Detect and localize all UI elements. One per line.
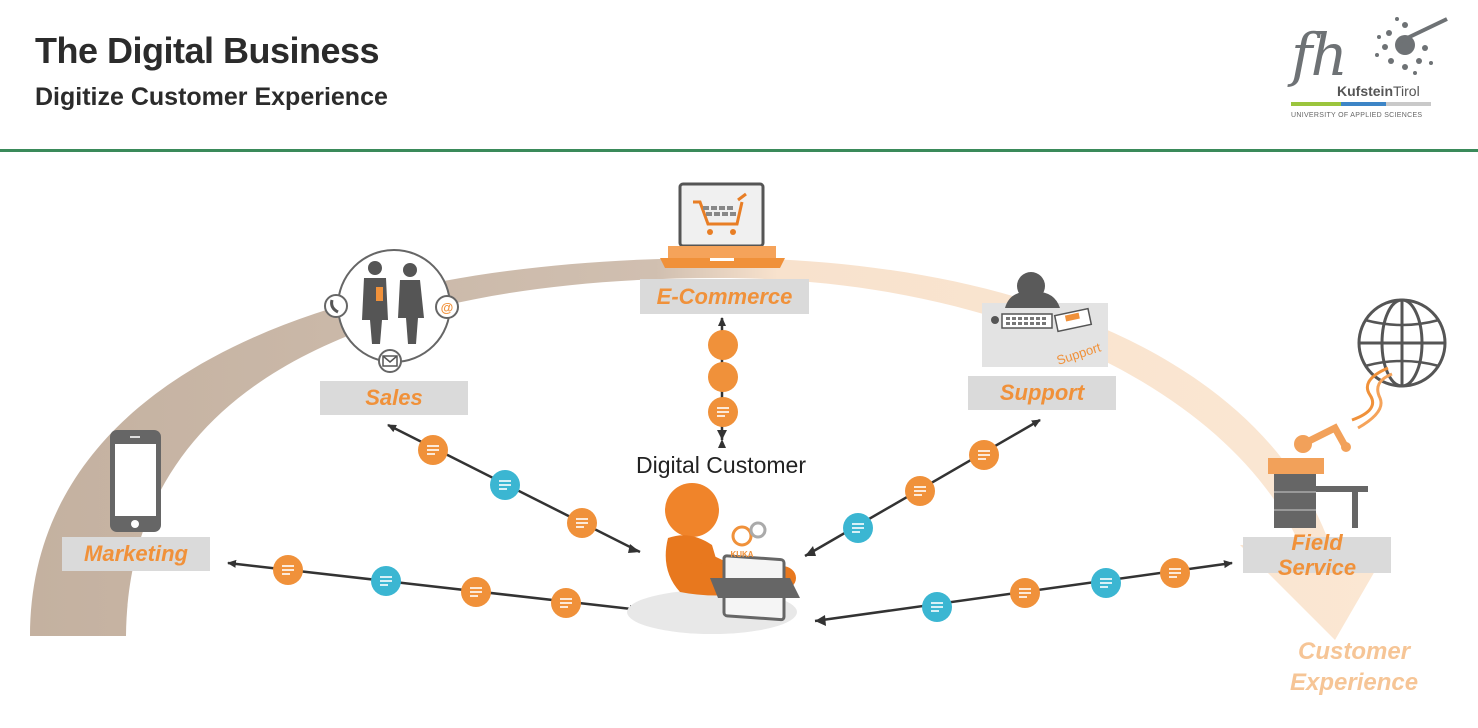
header-divider (0, 149, 1478, 152)
message-bubble-icon (490, 470, 520, 500)
message-bubble-icon (969, 440, 999, 470)
logo-name: KufsteinTirol (1337, 83, 1420, 99)
message-bubble-icon (371, 566, 401, 596)
ecommerce-laptop-icon (660, 182, 785, 268)
label-marketing: Marketing (62, 537, 210, 571)
university-logo: fh KufsteinTirol UNIVERSITY OF APPLIED S… (1285, 15, 1460, 125)
laptop-brand-text: KUKA (730, 550, 753, 559)
field-service-line1: Field (1291, 530, 1343, 555)
page-subtitle: Digitize Customer Experience (35, 83, 388, 111)
label-ecommerce: E-Commerce (640, 279, 809, 314)
message-bubble-icon (1160, 558, 1190, 588)
label-sales: Sales (320, 381, 468, 415)
smartphone-icon (110, 430, 161, 532)
message-bubble-icon (418, 435, 448, 465)
label-support: Support (968, 376, 1116, 410)
digital-customer-figure: KUKA (627, 483, 800, 634)
dot-marker (708, 362, 738, 392)
customer-experience-line2: Experience (1290, 669, 1419, 696)
page-title: The Digital Business (35, 30, 380, 71)
sales-team-icon: @ (324, 249, 459, 373)
message-bubble-icon (708, 397, 738, 427)
message-bubble-icon (551, 588, 581, 618)
message-bubble-icon (922, 592, 952, 622)
logo-mark: fh (1291, 21, 1348, 89)
logo-tagline: UNIVERSITY OF APPLIED SCIENCES (1291, 112, 1423, 119)
field-service-line2: Service (1277, 555, 1357, 580)
dot-marker (708, 330, 738, 360)
customer-experience-label: Customer Experience (1290, 636, 1418, 698)
logo-color-bar (1291, 102, 1431, 106)
message-bubble-icon (905, 476, 935, 506)
logo-sun-icon (1375, 17, 1448, 75)
label-field-service: Field Service (1243, 530, 1391, 580)
support-agent-icon: Support (982, 272, 1108, 368)
message-bubble-icon (273, 555, 303, 585)
message-bubble-icon (461, 577, 491, 607)
customer-experience-line1: Customer (1298, 638, 1411, 665)
message-bubble-icon (843, 513, 873, 543)
message-bubble-icon (1010, 578, 1040, 608)
field-service-icon (1268, 298, 1447, 528)
svg-text:@: @ (441, 300, 454, 315)
digital-customer-label: Digital Customer (636, 452, 806, 478)
message-bubble-icon (1091, 568, 1121, 598)
message-bubble-icon (567, 508, 597, 538)
